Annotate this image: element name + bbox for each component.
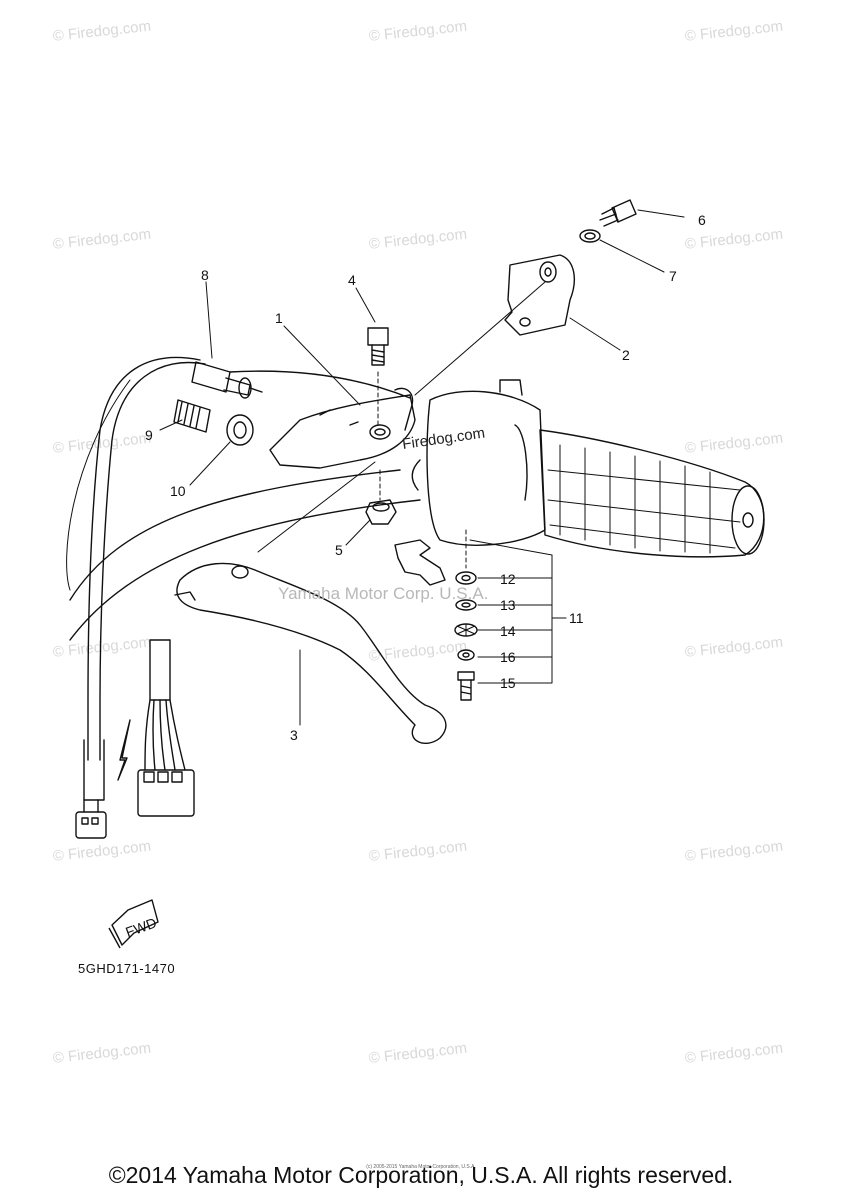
washer-13 [455, 599, 477, 611]
bracket-2 [504, 254, 576, 336]
callout-9: 9 [145, 427, 153, 443]
part-code: 5GHD171-1470 [78, 961, 176, 976]
overlay-watermark: Firedog.com [401, 425, 486, 453]
callout-6: 6 [698, 212, 706, 228]
callout-16: 16 [500, 649, 516, 665]
callout-5: 5 [335, 542, 343, 558]
callout-14: 14 [500, 623, 516, 639]
bolt-15 [457, 671, 475, 681]
callout-13: 13 [500, 597, 516, 613]
callout-12: 12 [500, 571, 516, 587]
cable-sheath-lower [83, 739, 105, 801]
connector-small [75, 811, 107, 839]
washer-16 [457, 649, 475, 661]
harness [149, 639, 171, 701]
callout-1: 1 [275, 310, 283, 326]
connector-large [137, 769, 195, 817]
lever-bracket-12 [394, 539, 446, 586]
nut-5 [365, 499, 397, 525]
callout-15: 15 [500, 675, 516, 691]
washer-7 [579, 229, 601, 243]
callout-2: 2 [622, 347, 630, 363]
fwd-arrow [108, 899, 159, 949]
copyright: ©2014 Yamaha Motor Corporation, U.S.A. A… [108, 1162, 734, 1188]
callout-10: 10 [170, 483, 186, 499]
callout-7: 7 [669, 268, 677, 284]
screw-6 [611, 199, 637, 223]
locknut-10 [226, 414, 254, 446]
adjuster-8 [191, 361, 231, 393]
cable-8 [87, 356, 201, 761]
fwd-label: FWD [123, 914, 158, 940]
lever-holder-1 [269, 394, 416, 469]
callout-4: 4 [348, 272, 356, 288]
callout-3: 3 [290, 727, 298, 743]
cable-8-outer [99, 361, 206, 761]
callout-11: 11 [569, 610, 584, 626]
handlebar-outline [69, 469, 401, 601]
callout-8: 8 [201, 267, 209, 283]
center-watermark: Yamaha Motor Corp. U.S.A. [278, 584, 489, 603]
group-bracket-11 [477, 554, 553, 661]
adjust-nut-9 [173, 399, 211, 433]
tiny-notice: (c) 2005-2015 Yamaha Motor Corporation, … [366, 1164, 476, 1170]
switch-housing [426, 390, 546, 546]
collar-12 [455, 571, 477, 585]
bolt-4 [367, 327, 389, 346]
lever-3 [176, 562, 447, 744]
